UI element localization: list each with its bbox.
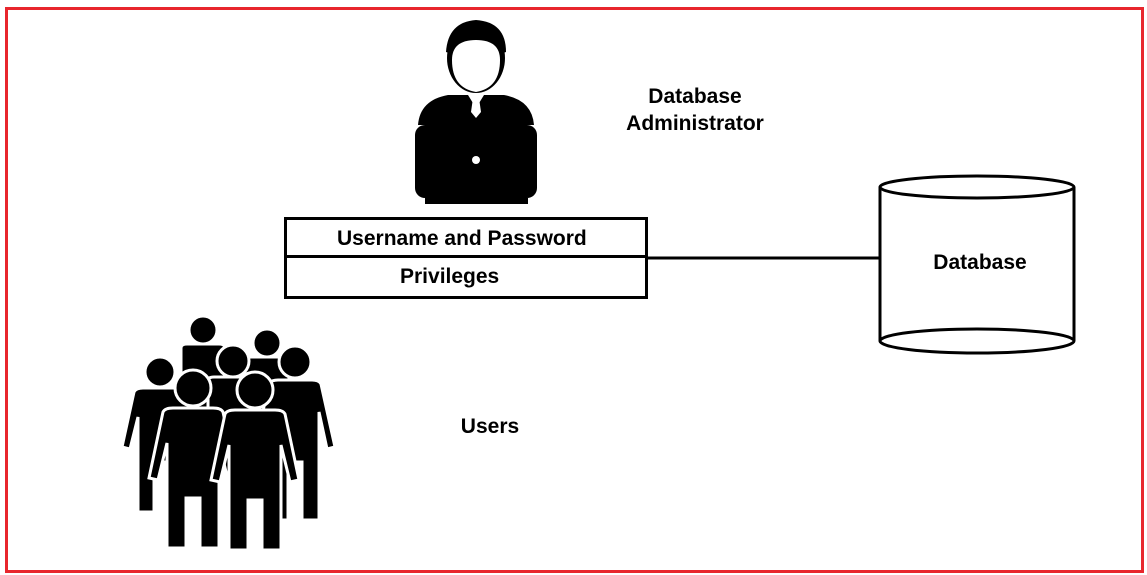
user-figure [147, 368, 239, 550]
admin-label: Database Administrator [600, 83, 790, 137]
username-password-label: Username and Password [337, 227, 587, 250]
admin-label-line2: Administrator [626, 112, 764, 135]
credentials-row-privileges: Privileges [287, 258, 645, 296]
credentials-box: Username and Password Privileges [284, 217, 648, 299]
database-label: Database [933, 251, 1027, 274]
user-figure [209, 370, 301, 552]
credentials-row-username: Username and Password [287, 220, 645, 258]
admin-label-line1: Database [648, 85, 742, 108]
privileges-label: Privileges [400, 265, 500, 288]
users-label: Users [460, 415, 520, 438]
diagram-frame [5, 7, 1144, 573]
